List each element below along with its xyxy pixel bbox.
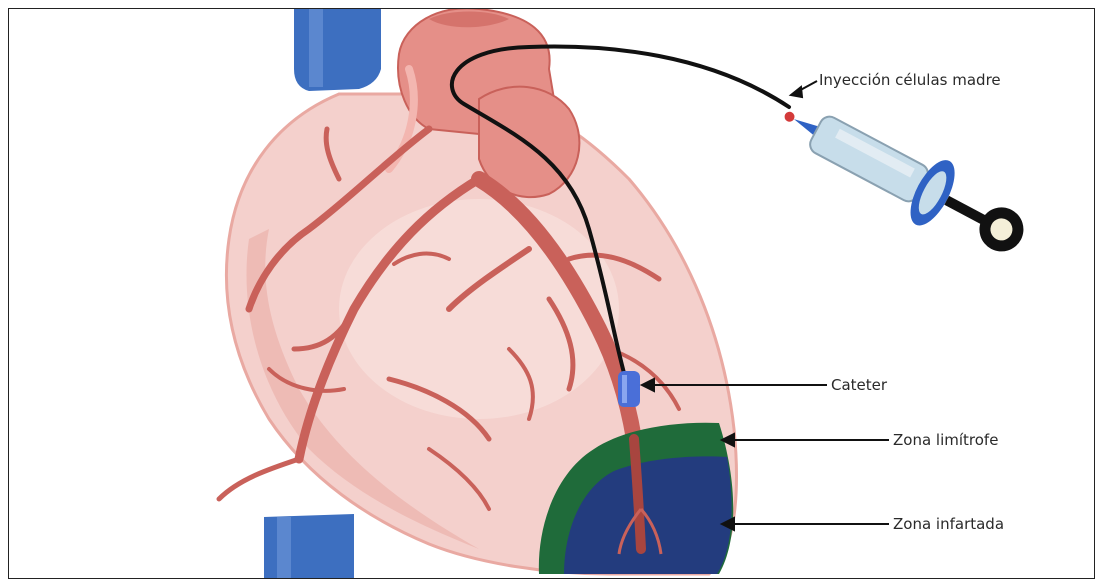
figure-frame: Inyección células madre Cateter Zona lim… (8, 8, 1095, 579)
label-injection: Inyección células madre (819, 71, 1001, 89)
syringe-barrel (807, 113, 932, 205)
catheter-tip (618, 371, 640, 407)
label-border-zone: Zona limítrofe (893, 431, 998, 449)
vena-cava-inferior (264, 514, 354, 578)
needle-tip (783, 110, 797, 124)
label-infarct-zone: Zona infartada (893, 515, 1004, 533)
syringe (768, 83, 1038, 272)
label-catheter: Cateter (831, 376, 888, 394)
heart-catheter-diagram: Inyección células madre Cateter Zona lim… (9, 9, 1094, 578)
vena-cava-superior (294, 9, 381, 91)
